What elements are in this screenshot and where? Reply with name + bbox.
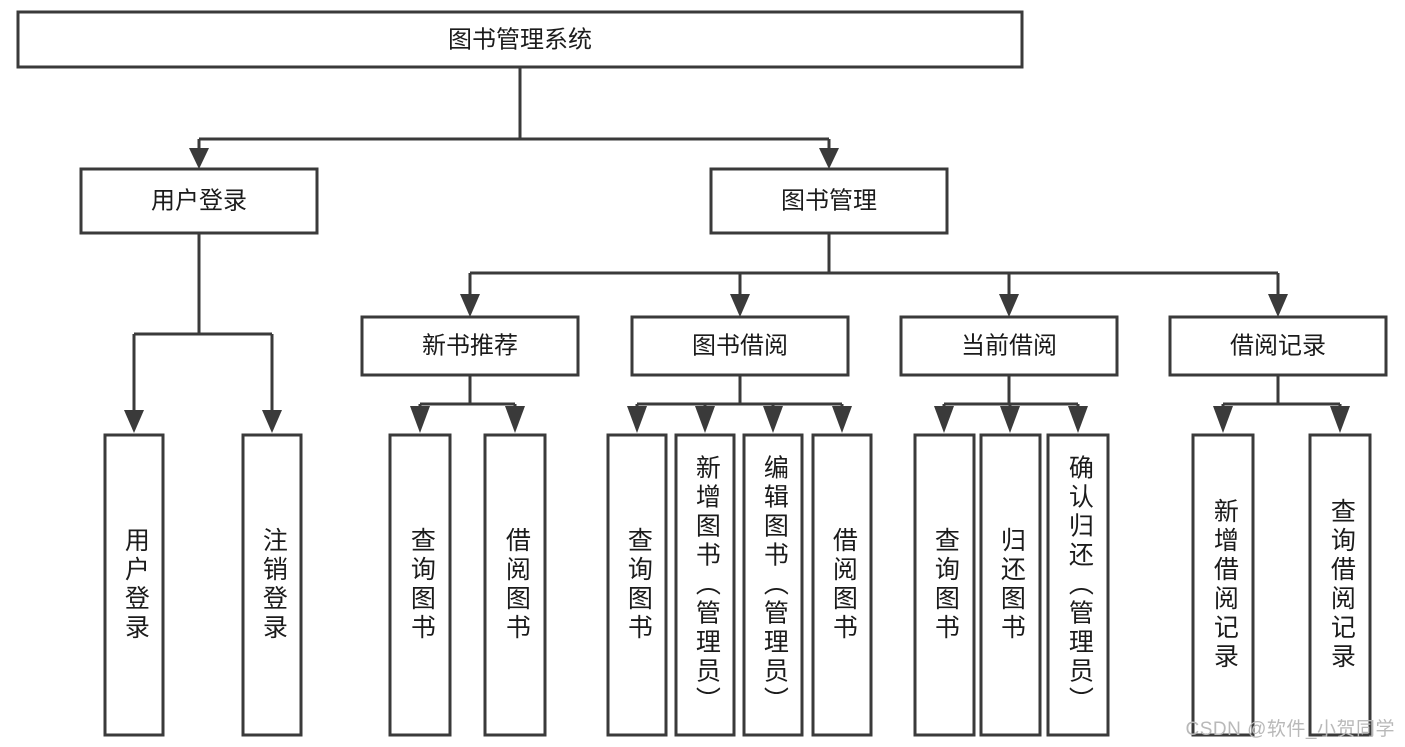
node-user-login-box[interactable] — [79, 167, 319, 235]
node-leaf-borrow-book-1[interactable]: 借阅图书 — [483, 433, 547, 737]
node-leaf-add-record-box[interactable] — [1191, 433, 1255, 737]
connector-group-current-borrow — [934, 375, 1088, 433]
csdn-watermark: CSDN @软件_小贺同学 — [1185, 719, 1395, 740]
node-book-manage-box[interactable] — [709, 167, 949, 235]
node-leaf-confirm-return[interactable]: 确认归还（管理员） — [1046, 433, 1110, 737]
arrow-head-leaf-edit-book — [763, 406, 783, 433]
node-borrow-record[interactable]: 借阅记录 — [1168, 315, 1388, 377]
node-leaf-add-record-label: 新增借阅记录 — [1210, 498, 1239, 672]
node-leaf-query-book-2-label: 查询图书 — [624, 527, 653, 643]
node-current-borrow-label: 当前借阅 — [961, 332, 1057, 359]
node-book-borrow[interactable]: 图书借阅 — [630, 315, 850, 377]
arrow-head-book-borrow — [730, 294, 750, 317]
connector-group-user-login — [124, 233, 282, 433]
arrow-head-leaf-add-book — [695, 406, 715, 433]
node-leaf-logout-box[interactable] — [241, 433, 303, 737]
node-new-book-recommend-box[interactable] — [360, 315, 580, 377]
node-leaf-edit-book-label: 编辑图书（管理员） — [760, 455, 789, 716]
node-leaf-confirm-return-label: 确认归还（管理员） — [1065, 455, 1094, 716]
node-leaf-add-book[interactable]: 新增图书（管理员） — [674, 433, 736, 737]
node-leaf-borrow-book-2-box[interactable] — [811, 433, 873, 737]
arrow-head-current-borrow — [999, 294, 1019, 317]
node-user-login[interactable]: 用户登录 — [79, 167, 319, 235]
connector-group-book-borrow — [627, 375, 852, 433]
node-root[interactable]: 图书管理系统 — [16, 10, 1024, 69]
node-current-borrow[interactable]: 当前借阅 — [899, 315, 1119, 377]
node-leaf-return-book[interactable]: 归还图书 — [979, 433, 1042, 737]
node-leaf-query-book-1-box[interactable] — [388, 433, 452, 737]
node-leaf-edit-book-box[interactable] — [742, 433, 804, 737]
arrow-head-leaf-query-book-2 — [627, 406, 647, 433]
node-leaf-borrow-book-1-label: 借阅图书 — [502, 527, 531, 643]
arrow-head-leaf-borrow-book-1 — [505, 406, 525, 433]
node-leaf-query-book-3[interactable]: 查询图书 — [913, 433, 976, 737]
arrow-head-new-book-recommend — [460, 294, 480, 317]
node-leaf-user-login[interactable]: 用户登录 — [103, 433, 165, 737]
node-leaf-add-record[interactable]: 新增借阅记录 — [1191, 433, 1255, 737]
arrow-head-leaf-confirm-return — [1068, 406, 1088, 433]
arrow-head-borrow-record — [1268, 294, 1288, 317]
node-leaf-user-login-label: 用户登录 — [121, 527, 150, 643]
arrow-head-leaf-query-record — [1330, 406, 1350, 433]
node-leaf-query-record-label: 查询借阅记录 — [1327, 498, 1356, 672]
node-borrow-record-box[interactable] — [1168, 315, 1388, 377]
arrow-head-leaf-logout — [262, 410, 282, 433]
node-leaf-query-book-2-box[interactable] — [606, 433, 668, 737]
node-leaf-borrow-book-2[interactable]: 借阅图书 — [811, 433, 873, 737]
node-book-manage[interactable]: 图书管理 — [709, 167, 949, 235]
connector-group-book-manage — [460, 233, 1288, 317]
arrow-head-book-manage — [819, 148, 839, 169]
node-root-label: 图书管理系统 — [448, 26, 592, 53]
arrow-head-leaf-query-book-1 — [410, 406, 430, 433]
node-leaf-borrow-book-2-label: 借阅图书 — [829, 527, 858, 643]
node-root-box[interactable] — [16, 10, 1024, 69]
node-leaf-return-book-box[interactable] — [979, 433, 1042, 737]
node-leaf-logout[interactable]: 注销登录 — [241, 433, 303, 737]
node-current-borrow-box[interactable] — [899, 315, 1119, 377]
arrow-head-leaf-return-book — [1000, 406, 1020, 433]
node-leaf-user-login-box[interactable] — [103, 433, 165, 737]
node-leaf-query-book-1-label: 查询图书 — [407, 527, 436, 643]
connector-group-root — [189, 67, 839, 169]
node-leaf-query-book-1[interactable]: 查询图书 — [388, 433, 452, 737]
node-leaf-query-book-3-box[interactable] — [913, 433, 976, 737]
node-leaf-return-book-label: 归还图书 — [997, 527, 1026, 643]
node-leaf-logout-label: 注销登录 — [259, 527, 288, 643]
node-leaf-add-book-label: 新增图书（管理员） — [692, 455, 721, 716]
arrow-head-leaf-add-record — [1213, 406, 1233, 433]
node-leaf-query-record-box[interactable] — [1308, 433, 1372, 737]
node-leaf-edit-book[interactable]: 编辑图书（管理员） — [742, 433, 804, 737]
node-leaf-borrow-book-1-box[interactable] — [483, 433, 547, 737]
node-leaf-query-book-2[interactable]: 查询图书 — [606, 433, 668, 737]
arrow-head-leaf-borrow-book-2 — [832, 406, 852, 433]
connector-group-borrow-record — [1213, 375, 1350, 433]
node-book-borrow-box[interactable] — [630, 315, 850, 377]
connector-group-new-book-recommend — [410, 375, 525, 433]
node-leaf-confirm-return-box[interactable] — [1046, 433, 1110, 737]
node-book-borrow-label: 图书借阅 — [692, 332, 788, 359]
node-user-login-label: 用户登录 — [151, 187, 247, 214]
arrow-head-leaf-query-book-3 — [934, 406, 954, 433]
arrow-head-leaf-user-login — [124, 410, 144, 433]
node-leaf-query-book-3-label: 查询图书 — [931, 527, 960, 643]
node-leaf-query-record[interactable]: 查询借阅记录 — [1308, 433, 1372, 737]
node-new-book-recommend[interactable]: 新书推荐 — [360, 315, 580, 377]
node-new-book-recommend-label: 新书推荐 — [422, 332, 518, 359]
node-book-manage-label: 图书管理 — [781, 187, 877, 214]
node-leaf-add-book-box[interactable] — [674, 433, 736, 737]
arrow-head-user-login — [189, 148, 209, 169]
node-borrow-record-label: 借阅记录 — [1230, 332, 1326, 359]
